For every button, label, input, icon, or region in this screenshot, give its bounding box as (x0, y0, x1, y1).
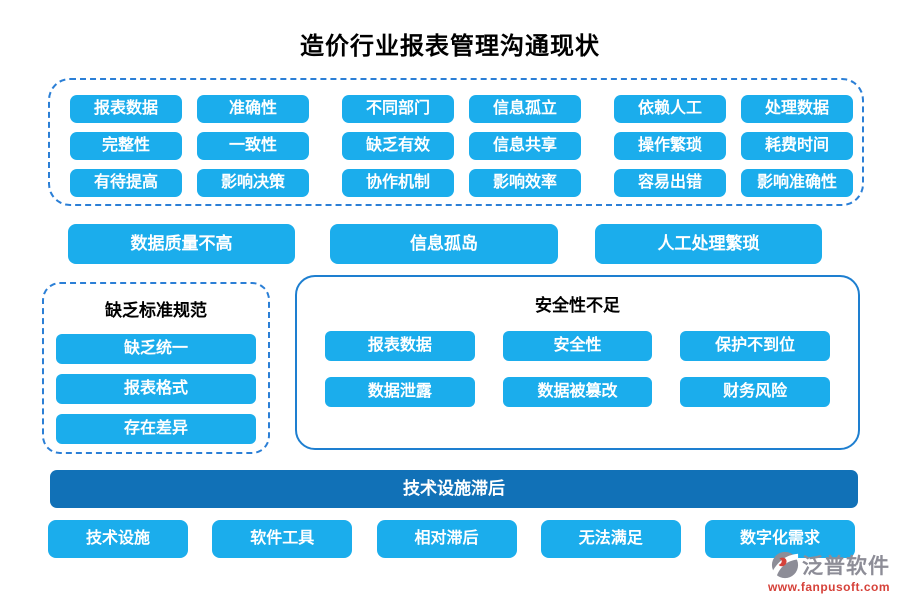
bottom-node: 相对滞后 (376, 520, 517, 558)
fanpu-logo-row: 泛普软件 (768, 550, 890, 580)
standards-item: 存在差异 (56, 414, 256, 444)
standards-item: 报表格式 (56, 374, 256, 404)
bottom-node: 软件工具 (212, 520, 353, 558)
issue-node: 容易出错 (614, 169, 726, 197)
summary-manual-work: 人工处理繁琐 (595, 224, 822, 264)
security-item: 数据泄露 (325, 377, 475, 407)
security-item: 报表数据 (325, 331, 475, 361)
issue-node: 依赖人工 (614, 95, 726, 123)
security-item: 数据被篡改 (502, 377, 653, 407)
tech-infrastructure-banner: 技术设施滞后 (50, 470, 858, 508)
bottom-node: 数字化需求 (705, 520, 855, 558)
communication-issues-group: 报表数据 准确性 不同部门 信息孤立 依赖人工 处理数据 完整性 一致性 缺乏有… (48, 78, 864, 206)
issue-node: 信息共享 (469, 132, 581, 160)
issue-node: 信息孤立 (469, 95, 581, 123)
fanpu-logo-url: www.fanpusoft.com (767, 580, 890, 594)
bottom-row: 技术设施 软件工具 相对滞后 无法满足 数字化需求 (48, 520, 855, 558)
issues-row-3: 有待提高 影响决策 协作机制 影响效率 容易出错 影响准确性 (70, 169, 862, 197)
fanpu-logo: 泛普软件 www.fanpusoft.com (768, 550, 890, 594)
issues-row-1: 报表数据 准确性 不同部门 信息孤立 依赖人工 处理数据 (70, 95, 862, 123)
issue-node: 影响准确性 (741, 169, 853, 197)
issue-node: 处理数据 (741, 95, 853, 123)
issue-node: 报表数据 (70, 95, 182, 123)
issue-node: 不同部门 (342, 95, 454, 123)
security-grid: 报表数据 安全性 保护不到位 数据泄露 数据被篡改 财务风险 (325, 331, 830, 407)
issue-node: 影响效率 (469, 169, 581, 197)
fanpu-logo-icon (771, 551, 799, 579)
fanpu-logo-name: 泛普软件 (802, 555, 890, 578)
page-title: 造价行业报表管理沟通现状 (300, 33, 600, 60)
issue-node: 有待提高 (70, 169, 182, 197)
security-item: 保护不到位 (680, 331, 830, 361)
security-box-title: 安全性不足 (535, 296, 620, 315)
security-item: 财务风险 (680, 377, 830, 407)
summary-data-quality: 数据质量不高 (68, 224, 295, 264)
summary-info-silo: 信息孤岛 (330, 224, 558, 264)
issue-node: 操作繁琐 (614, 132, 726, 160)
issue-node: 耗费时间 (741, 132, 853, 160)
security-item: 安全性 (502, 331, 653, 361)
issue-node: 完整性 (70, 132, 182, 160)
bottom-node: 无法满足 (540, 520, 681, 558)
standards-box: 缺乏标准规范 缺乏统一 报表格式 存在差异 (42, 282, 270, 454)
issue-node: 协作机制 (342, 169, 454, 197)
bottom-node: 技术设施 (48, 520, 188, 558)
issue-node: 影响决策 (197, 169, 309, 197)
standards-box-title: 缺乏标准规范 (105, 301, 207, 320)
issue-node: 准确性 (197, 95, 309, 123)
issues-row-2: 完整性 一致性 缺乏有效 信息共享 操作繁琐 耗费时间 (70, 132, 862, 160)
security-box: 安全性不足 报表数据 安全性 保护不到位 数据泄露 数据被篡改 财务风险 (295, 275, 860, 450)
issue-node: 缺乏有效 (342, 132, 454, 160)
issue-node: 一致性 (197, 132, 309, 160)
standards-item: 缺乏统一 (56, 334, 256, 364)
